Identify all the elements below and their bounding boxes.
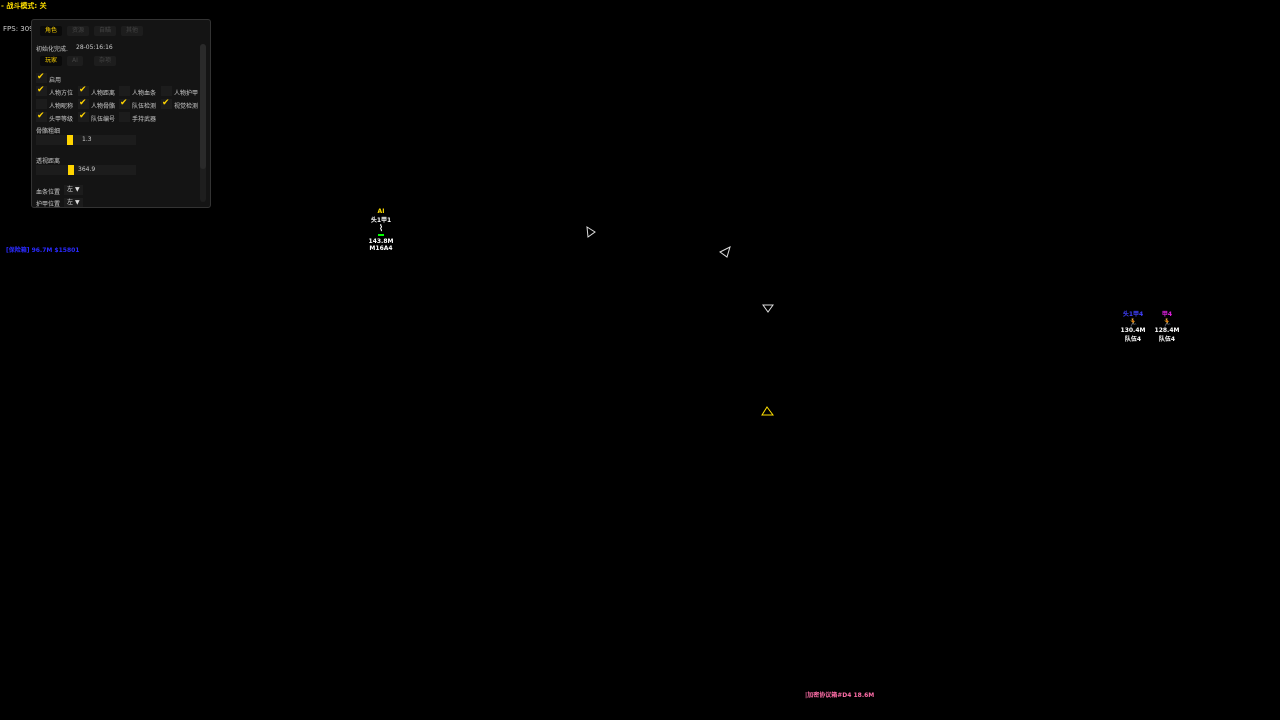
running-figure-icon: 🏃 <box>1162 318 1172 327</box>
running-figure-icon: 🏃 <box>1128 318 1138 327</box>
bone-thickness-slider[interactable]: 1.3 <box>36 135 136 145</box>
ai-health-bar <box>378 234 384 236</box>
player-armor: 头1甲4 <box>1122 311 1144 318</box>
status-label: 初始化完成. <box>36 46 68 53</box>
settings-panel: 角色 资源 自瞄 其他 初始化完成. 28-05:16:16 玩家 AI 杂项 … <box>31 19 211 208</box>
checkbox-label: 队伍编号 <box>91 116 116 123</box>
checkbox-6[interactable] <box>119 98 130 109</box>
checkbox-8[interactable] <box>36 111 47 122</box>
checkbox-0[interactable] <box>36 85 47 96</box>
player-esp-marker: 甲4 🏃 128.4M 队伍4 <box>1152 309 1182 343</box>
subtab-player[interactable]: 玩家 <box>40 56 63 66</box>
loot-label-crate: |加密协议箱#D4 18.6M <box>805 692 875 699</box>
healthbar-position-label: 血条位置 <box>36 189 61 196</box>
checkbox-label: 人物骨骼 <box>91 103 116 110</box>
direction-arrow-icon <box>719 246 731 258</box>
esp-distance-label: 透视距离 <box>36 158 61 165</box>
player-team: 队伍4 <box>1158 336 1176 343</box>
status-time: 28-05:16:16 <box>76 44 113 51</box>
direction-arrow-icon <box>761 406 774 416</box>
armor-position-label: 护甲位置 <box>36 201 61 208</box>
subtab-misc[interactable]: 杂项 <box>94 56 117 66</box>
select-value: 左 <box>67 186 74 193</box>
checkbox-label: 人物昵称 <box>49 103 74 110</box>
checkbox-7[interactable] <box>161 98 172 109</box>
checkbox-label: 手持武器 <box>132 116 157 123</box>
player-distance: 130.4M <box>1120 327 1146 334</box>
ai-skeleton-icon: ⌇ <box>378 224 384 234</box>
tab-resources[interactable]: 资源 <box>67 26 90 36</box>
player-distance: 128.4M <box>1154 327 1180 334</box>
player-esp-marker: 头1甲4 🏃 130.4M 队伍4 <box>1118 309 1148 343</box>
checkbox-label: 头甲等级 <box>49 116 74 123</box>
ai-distance: 143.8M <box>368 238 394 245</box>
fps-counter: FPS: 309 <box>3 25 34 33</box>
direction-arrow-icon <box>586 226 596 238</box>
chevron-down-icon: ▼ <box>74 186 80 193</box>
checkbox-5[interactable] <box>78 98 89 109</box>
checkbox-1[interactable] <box>78 85 89 96</box>
player-armor: 甲4 <box>1161 311 1173 318</box>
tab-aimbot[interactable]: 自瞄 <box>94 26 117 36</box>
checkbox-label: 人物血条 <box>132 90 157 97</box>
player-team: 队伍4 <box>1124 336 1142 343</box>
healthbar-position-select[interactable]: 左 ▼ <box>64 185 83 195</box>
checkbox-label: 人物距离 <box>91 90 116 97</box>
tab-character[interactable]: 角色 <box>40 26 63 36</box>
ai-tag: AI <box>377 208 385 215</box>
battle-mode-status: - 战斗模式: 关 <box>1 2 47 10</box>
chevron-down-icon: ▼ <box>74 199 80 206</box>
checkbox-label: 视觉检测 <box>174 103 199 110</box>
enable-checkbox[interactable] <box>36 72 47 83</box>
panel-scrollbar[interactable] <box>200 44 206 202</box>
ai-weapon: M16A4 <box>369 245 393 252</box>
checkbox-9[interactable] <box>78 111 89 122</box>
slider-value: 364.9 <box>78 166 96 173</box>
enable-label: 启用 <box>49 77 62 84</box>
scrollbar-thumb[interactable] <box>200 44 206 169</box>
checkbox-2[interactable] <box>119 86 130 96</box>
slider-value: 1.3 <box>82 136 92 143</box>
select-value: 左 <box>67 199 74 206</box>
esp-distance-slider[interactable]: 364.9 <box>36 165 136 175</box>
slider-knob[interactable] <box>68 165 74 175</box>
ai-armor: 头1甲1 <box>370 217 392 224</box>
subtab-ai[interactable]: AI <box>67 56 83 66</box>
bone-thickness-label: 骨骼粗细 <box>36 128 61 135</box>
checkbox-3[interactable] <box>161 86 172 96</box>
checkbox-10[interactable] <box>119 112 130 122</box>
checkbox-label: 人物方位 <box>49 90 74 97</box>
slider-knob[interactable] <box>67 135 73 145</box>
ai-esp-marker: AI 头1甲1 ⌇ 143.8M M16A4 <box>366 208 396 252</box>
checkbox-label: 队伍检测 <box>132 103 157 110</box>
loot-label-safe: [保险箱] 96.7M $15801 <box>6 247 80 254</box>
checkbox-label: 人物护甲 <box>174 90 199 97</box>
checkbox-4[interactable] <box>36 99 47 109</box>
tab-other[interactable]: 其他 <box>121 26 144 36</box>
direction-arrow-icon <box>762 304 774 313</box>
armor-position-select[interactable]: 左 ▼ <box>64 198 83 207</box>
